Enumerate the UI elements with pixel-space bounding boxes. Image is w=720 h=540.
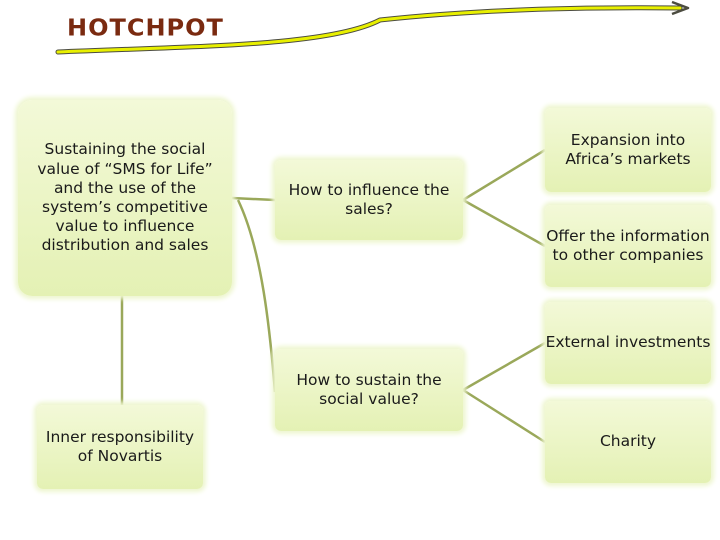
node-sustain-social-value: How to sustain the social value? xyxy=(275,349,463,431)
node-offer-information-label: Offer the information to other companies xyxy=(546,226,710,264)
connector-sustain-charity xyxy=(462,388,546,444)
connector-main-sustain xyxy=(236,199,277,393)
node-charity: Charity xyxy=(545,401,711,483)
node-influence-sales-label: How to influence the sales? xyxy=(288,180,450,218)
header-arrow xyxy=(55,0,690,55)
node-sustain-social-value-label: How to sustain the social value? xyxy=(296,370,442,408)
node-offer-information: Offer the information to other companies xyxy=(545,205,711,287)
connector-main-sales xyxy=(231,196,276,202)
node-charity-label: Charity xyxy=(599,432,657,451)
connector-sales-offer xyxy=(462,198,546,248)
node-external-investments-label: External investments xyxy=(545,333,711,352)
node-external-investments: External investments xyxy=(545,302,711,384)
connector-sales-africa xyxy=(462,148,546,202)
node-inner-responsibility: Inner responsibility of Novartis xyxy=(37,405,203,489)
page-title: HOTCHPOT xyxy=(67,14,224,42)
node-africa-expansion-label: Expansion into Africa’s markets xyxy=(565,130,691,168)
connector-sustain-external xyxy=(462,341,546,392)
node-main-goal: Sustaining the social value of “SMS for … xyxy=(18,100,232,296)
node-influence-sales: How to influence the sales? xyxy=(275,160,463,240)
node-main-goal-label: Sustaining the social value of “SMS for … xyxy=(37,140,213,255)
node-africa-expansion: Expansion into Africa’s markets xyxy=(545,108,711,192)
node-inner-responsibility-label: Inner responsibility of Novartis xyxy=(45,427,195,465)
